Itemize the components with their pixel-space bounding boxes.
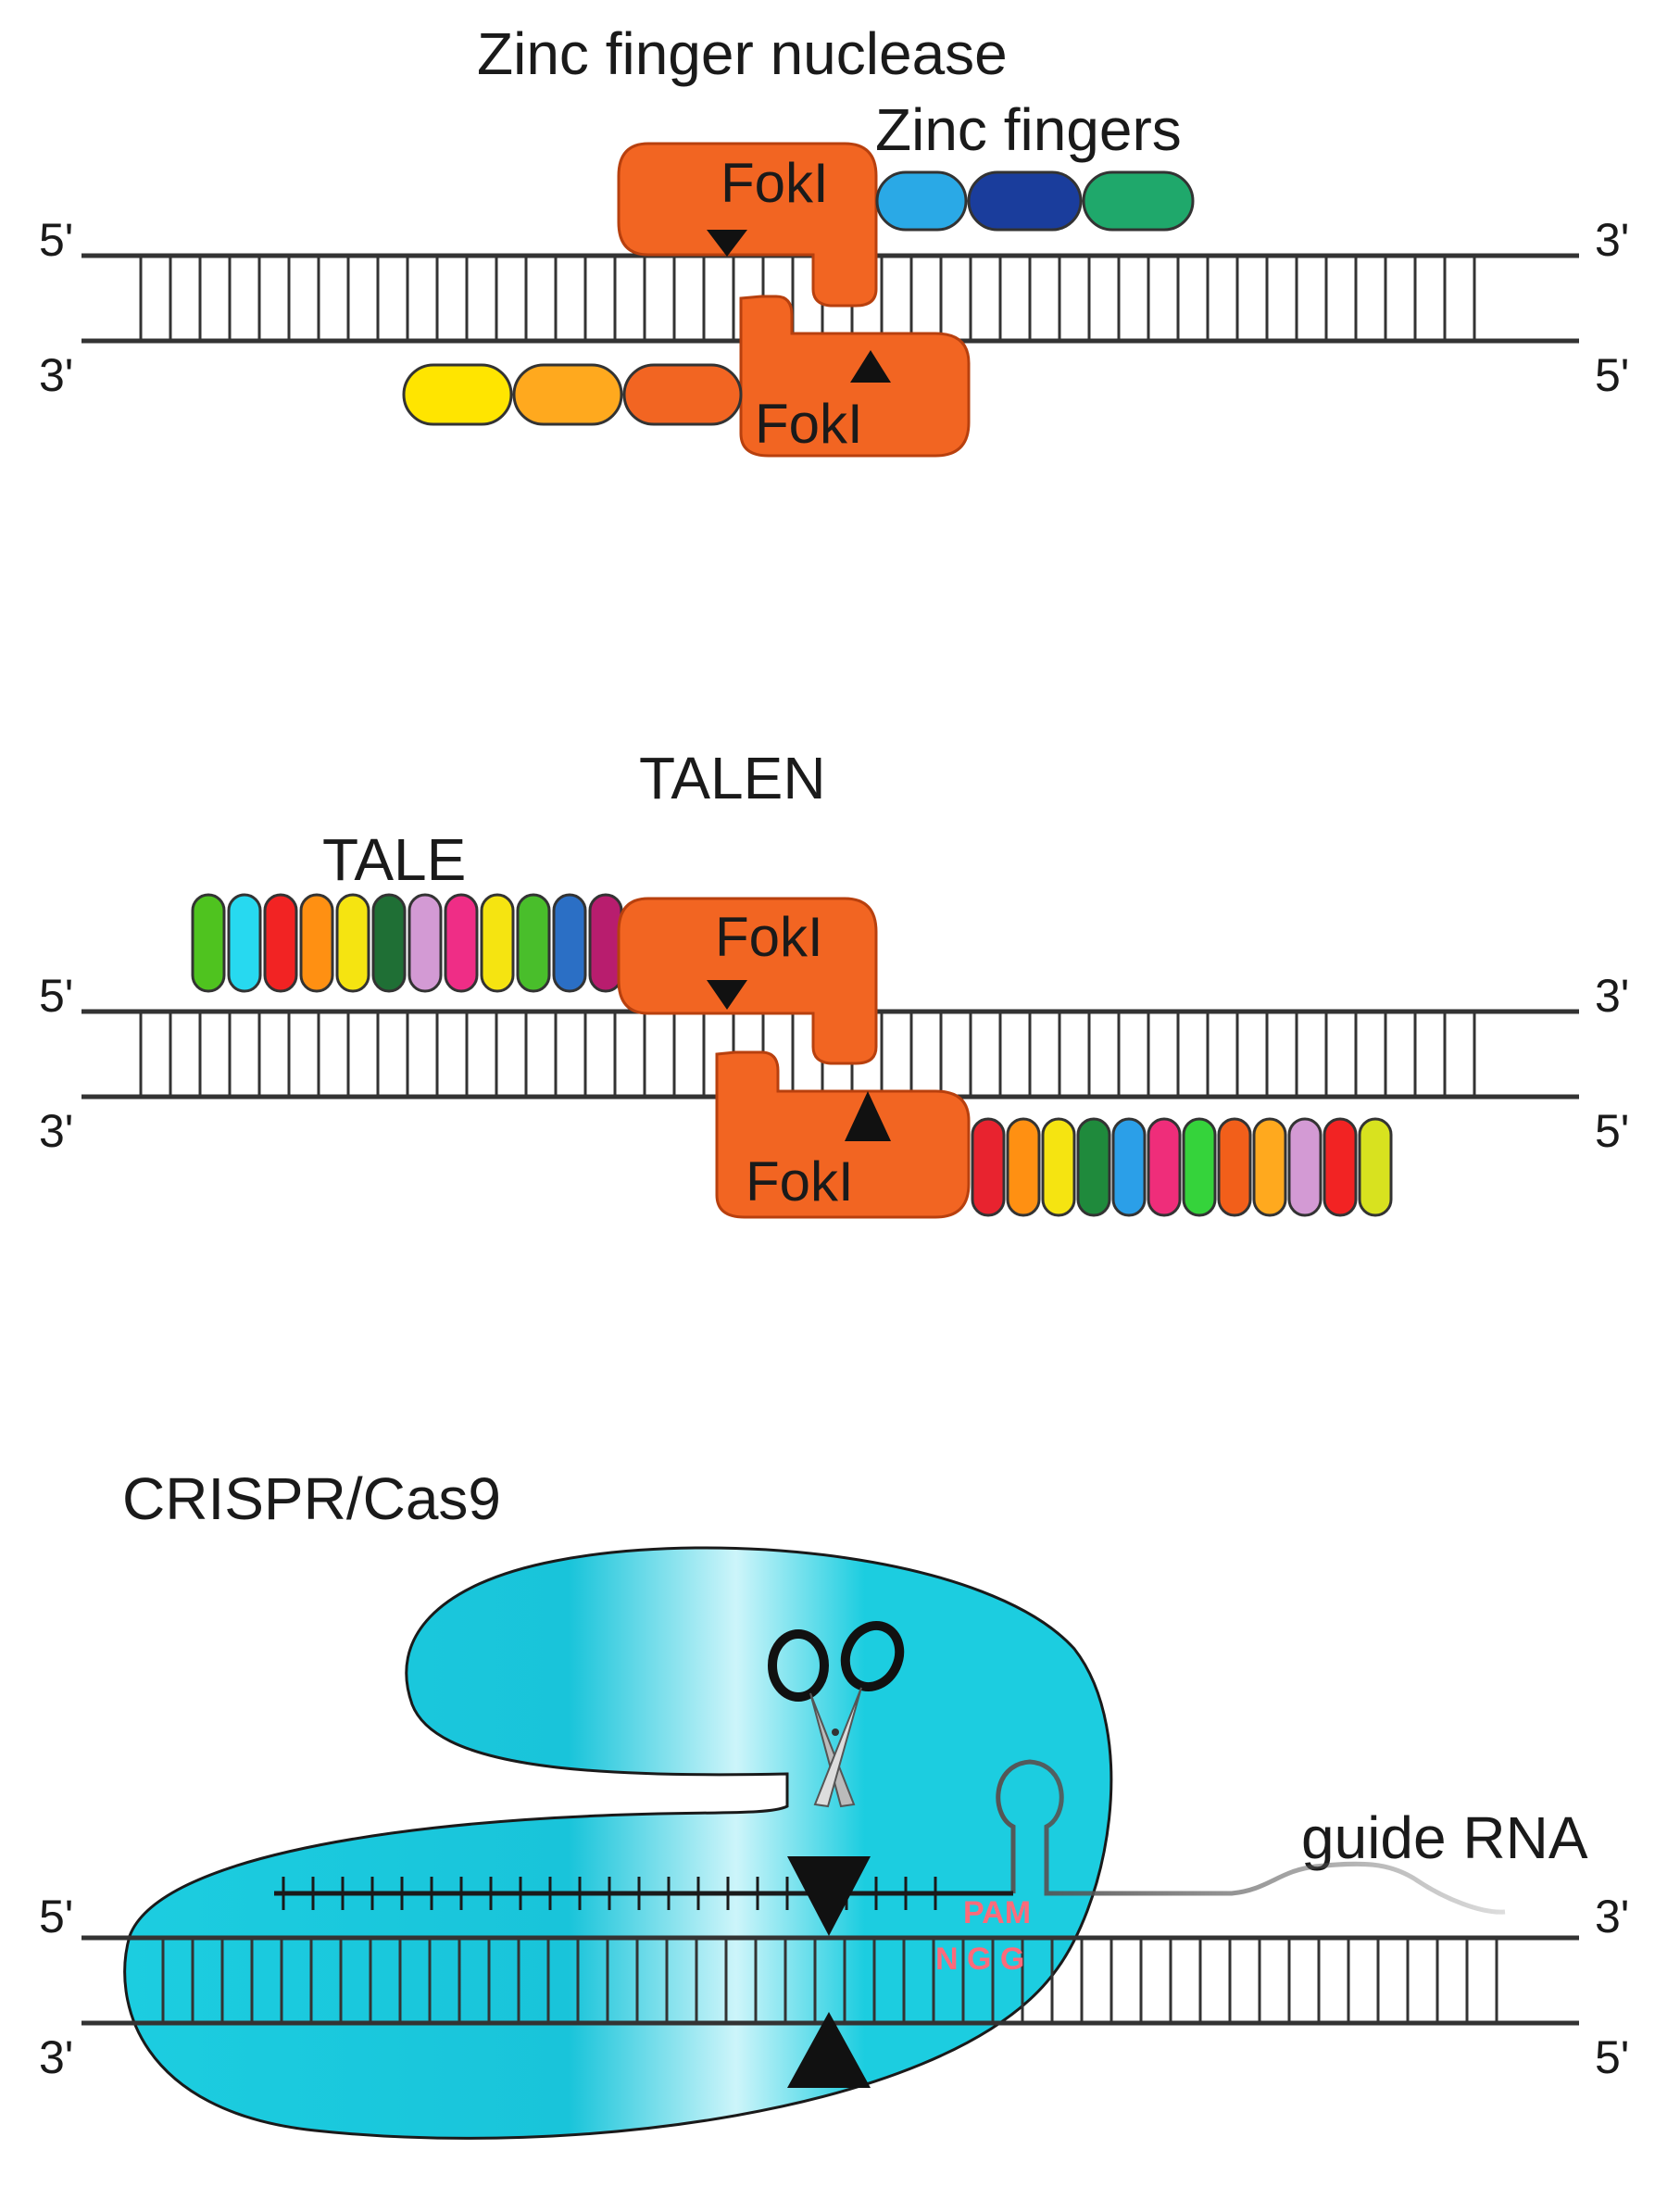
tale-repeat — [1217, 1117, 1252, 1217]
tale-repeat — [335, 893, 370, 993]
zinc-finger — [1082, 170, 1195, 232]
zfn-cut-arrow-bottom — [850, 350, 891, 383]
tale-repeat — [444, 893, 479, 993]
tale-repeat — [1182, 1117, 1217, 1217]
talen-foki-top — [617, 897, 878, 1065]
zfn-cut-arrow-top — [707, 230, 747, 257]
tale-repeat — [480, 893, 515, 993]
tale-repeat — [1041, 1117, 1076, 1217]
tale-repeat — [552, 893, 587, 993]
talen-top-5prime: 5' — [39, 970, 73, 1022]
talen-top-3prime: 3' — [1595, 970, 1629, 1022]
tale-repeat — [263, 893, 298, 993]
zfn-foki-top-label: FokI — [721, 152, 829, 214]
crispr-cut-arrow-top — [787, 1856, 871, 1936]
guide-rna-label: guide RNA — [1301, 1804, 1588, 1871]
tale-repeat — [971, 1117, 1006, 1217]
talen-foki-top-label: FokI — [715, 906, 823, 968]
zfn-panel: Zinc finger nuclease Zinc fingers 5' 3' … — [39, 20, 1629, 458]
talen-foki-bottom-label: FokI — [746, 1150, 854, 1213]
crispr-bottom-5prime: 5' — [1595, 2031, 1629, 2083]
tale-repeats-bottom — [971, 1117, 1393, 1217]
talen-bottom-3prime: 3' — [39, 1105, 73, 1157]
tale-repeat — [1287, 1117, 1323, 1217]
scissors-icon — [768, 1620, 905, 1808]
talen-cut-arrow-top — [707, 980, 747, 1010]
crispr-title: CRISPR/Cas9 — [122, 1465, 501, 1532]
zfn-top-3prime: 3' — [1595, 214, 1629, 266]
tale-repeat — [1006, 1117, 1041, 1217]
cas9-protein — [123, 1546, 1113, 2140]
talen-bottom-5prime: 5' — [1595, 1105, 1629, 1157]
crispr-cut-arrow-bottom — [787, 2012, 871, 2088]
tale-repeat — [1358, 1117, 1393, 1217]
tale-repeat — [299, 893, 334, 993]
zinc-finger — [512, 363, 623, 426]
zfn-foki-top — [617, 142, 878, 308]
zfn-top-5prime: 5' — [39, 214, 73, 266]
zfn-bottom-3prime: 3' — [39, 349, 73, 401]
zfn-fingers-bottom — [402, 363, 743, 426]
tale-repeat — [1252, 1117, 1287, 1217]
tale-repeat — [1111, 1117, 1147, 1217]
talen-panel: TALEN TALE 5' 3' 3' 5' FokI FokI — [39, 745, 1629, 1219]
tale-repeat — [1076, 1117, 1111, 1217]
zfn-bottom-5prime: 5' — [1595, 349, 1629, 401]
crispr-top-5prime: 5' — [39, 1891, 73, 1942]
talen-title: TALEN — [639, 745, 826, 811]
crispr-panel: CRISPR/Cas9 guide RNA 5' 3' 3' 5' PAM N … — [39, 1465, 1629, 2140]
talen-base-pairs — [139, 1012, 1476, 1097]
zfn-foki-bottom-label: FokI — [755, 393, 863, 455]
zinc-finger — [967, 170, 1083, 232]
tale-repeat — [1323, 1117, 1358, 1217]
zfn-base-pairs — [139, 256, 1476, 341]
zinc-finger — [622, 363, 743, 426]
crispr-bottom-3prime: 3' — [39, 2031, 73, 2083]
zinc-finger — [875, 170, 968, 232]
crispr-top-3prime: 3' — [1595, 1891, 1629, 1942]
zinc-fingers-label: Zinc fingers — [875, 96, 1182, 163]
pam-label: PAM — [963, 1895, 1031, 1930]
talen-foki-bottom — [715, 1050, 971, 1219]
tale-repeat — [516, 893, 551, 993]
tale-repeat — [227, 893, 262, 993]
tale-repeat — [191, 893, 226, 993]
tale-repeats-top — [191, 893, 623, 993]
talen-cut-arrow-bottom — [845, 1091, 891, 1141]
tale-repeat — [371, 893, 407, 993]
pam-sequence: N G G — [935, 1942, 1024, 1977]
zinc-finger — [402, 363, 513, 426]
guide-rna-strand — [996, 1759, 1506, 1915]
tale-repeat — [588, 893, 623, 993]
tale-repeat — [407, 893, 443, 993]
tale-repeat — [1147, 1117, 1182, 1217]
zfn-fingers-top — [875, 170, 1195, 232]
tale-label: TALE — [322, 826, 466, 893]
zfn-title: Zinc finger nuclease — [477, 20, 1008, 87]
